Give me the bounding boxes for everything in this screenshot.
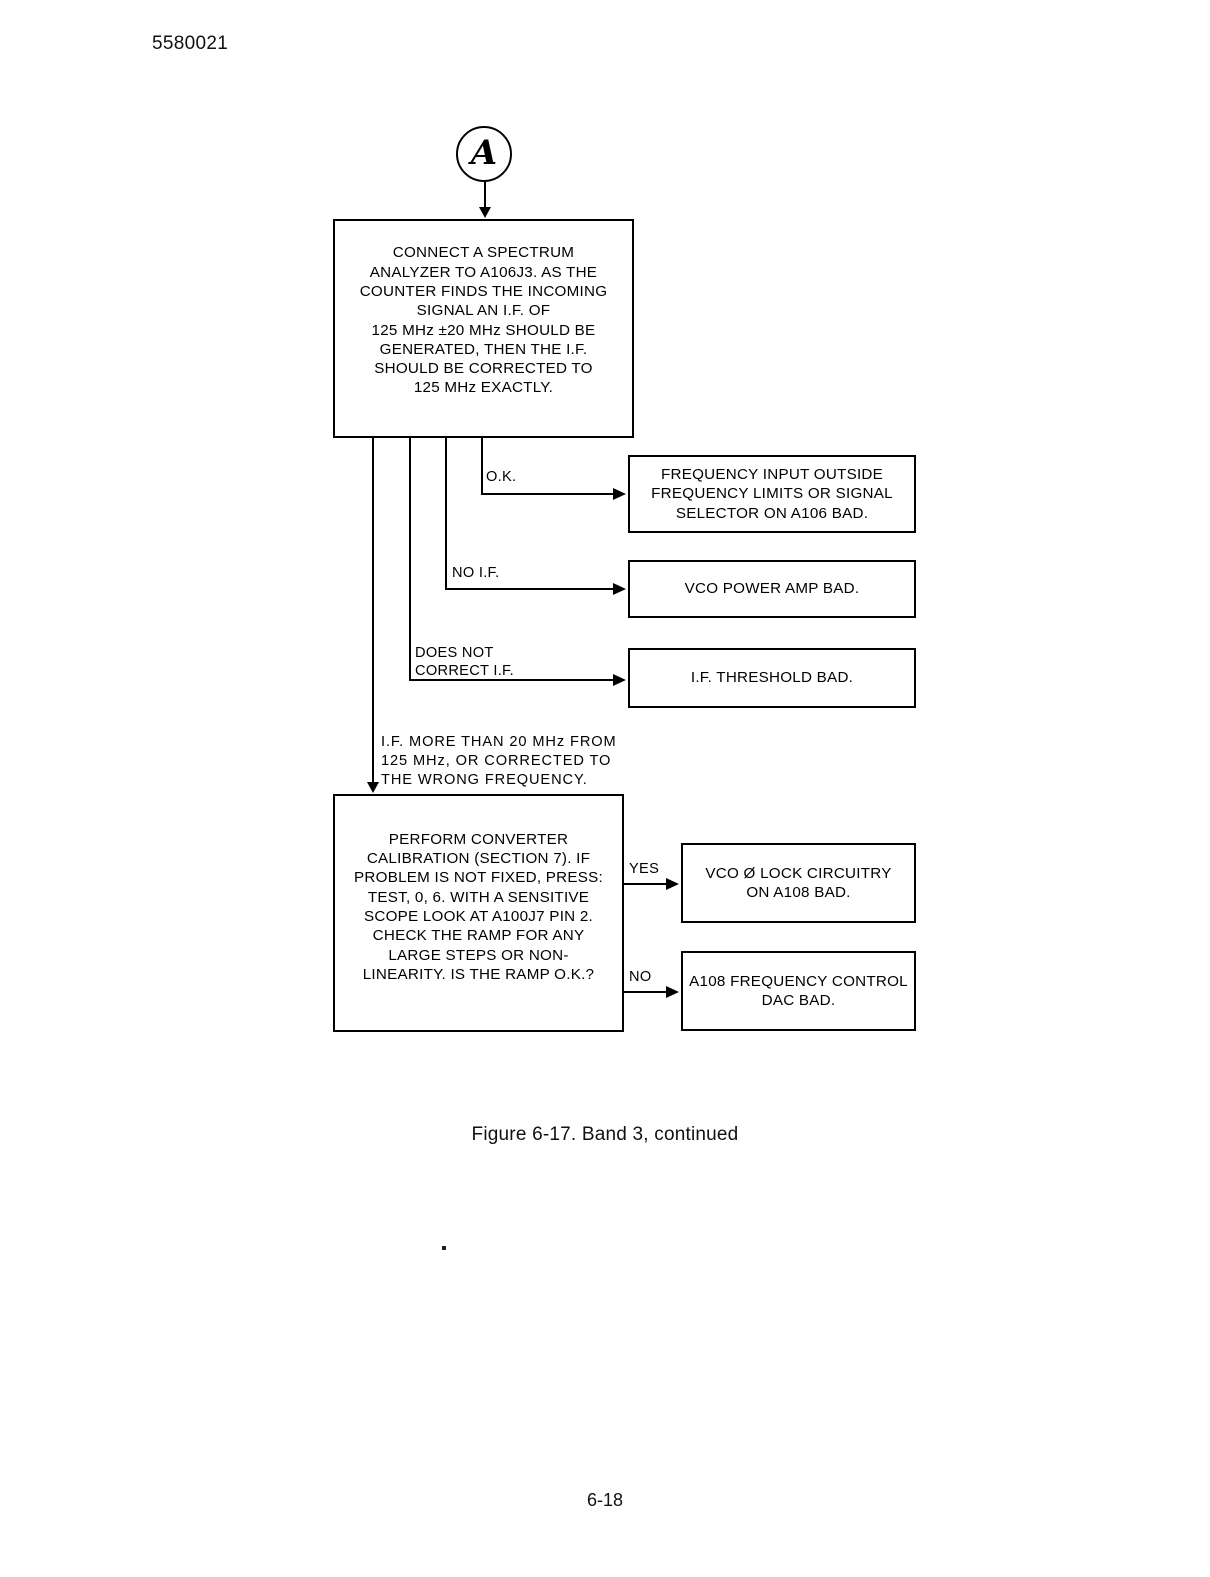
connector-to-main-line <box>484 182 486 209</box>
page-number: 6-18 <box>586 1490 624 1510</box>
edge-no-arrowhead <box>666 986 679 998</box>
connector-label: A <box>470 133 498 173</box>
edge-if-more-than-arrowhead <box>367 782 379 793</box>
page-speck-artifact <box>442 1246 446 1250</box>
edge-yes-label: YES <box>629 861 660 877</box>
edge-does-not-arrowhead <box>613 674 626 686</box>
node-vco-phase-lock-bad-text: VCO Ø LOCK CIRCUITRY ON A108 BAD. <box>705 864 892 901</box>
edge-no-if-arrowhead <box>613 583 626 595</box>
edge-yes-arrowhead <box>666 878 679 890</box>
edge-does-not-horizontal <box>409 679 616 681</box>
edge-does-not-label: DOES NOT CORRECT I.F. <box>415 645 515 679</box>
edge-if-more-than-label: I.F. MORE THAN 20 MHz FROM 125 MHz, OR C… <box>381 734 617 788</box>
node-main-instruction-text: CONNECT A SPECTRUM ANALYZER TO A106J3. A… <box>359 244 608 397</box>
edge-ok-label: O.K. <box>486 469 517 485</box>
node-frequency-input-outside-text: FREQUENCY INPUT OUTSIDE FREQUENCY LIMITS… <box>651 466 893 522</box>
node-a108-dac-bad: A108 FREQUENCY CONTROL DAC BAD. <box>681 951 916 1031</box>
node-frequency-input-outside: FREQUENCY INPUT OUTSIDE FREQUENCY LIMITS… <box>628 455 916 533</box>
branch-line-does-not-correct <box>409 438 411 680</box>
edge-no-if-horizontal <box>445 588 616 590</box>
branch-line-if-more-than <box>372 438 374 786</box>
edge-no-if-label: NO I.F. <box>452 565 500 581</box>
node-vco-phase-lock-bad: VCO Ø LOCK CIRCUITRY ON A108 BAD. <box>681 843 916 923</box>
branch-line-no-if <box>445 438 447 589</box>
document-number: 5580021 <box>152 33 229 54</box>
node-perform-converter-calibration-text: PERFORM CONVERTER CALIBRATION (SECTION 7… <box>354 830 603 983</box>
node-vco-power-amp-bad: VCO POWER AMP BAD. <box>628 560 916 618</box>
off-page-connector-a: A <box>456 126 512 182</box>
edge-ok-arrowhead <box>613 488 626 500</box>
node-vco-power-amp-bad-text: VCO POWER AMP BAD. <box>684 580 860 598</box>
figure-caption: Figure 6-17. Band 3, continued <box>471 1124 739 1145</box>
node-main-instruction: CONNECT A SPECTRUM ANALYZER TO A106J3. A… <box>333 219 634 438</box>
branch-line-ok <box>481 438 483 494</box>
connector-to-main-arrowhead <box>479 207 491 218</box>
node-perform-converter-calibration: PERFORM CONVERTER CALIBRATION (SECTION 7… <box>333 794 624 1032</box>
node-a108-dac-bad-text: A108 FREQUENCY CONTROL DAC BAD. <box>689 972 908 1009</box>
edge-yes-horizontal <box>624 883 668 885</box>
edge-no-horizontal <box>624 991 668 993</box>
node-if-threshold-bad-text: I.F. THRESHOLD BAD. <box>690 669 854 687</box>
edge-no-label: NO <box>629 969 652 985</box>
edge-ok-horizontal <box>481 493 616 495</box>
node-if-threshold-bad: I.F. THRESHOLD BAD. <box>628 648 916 708</box>
